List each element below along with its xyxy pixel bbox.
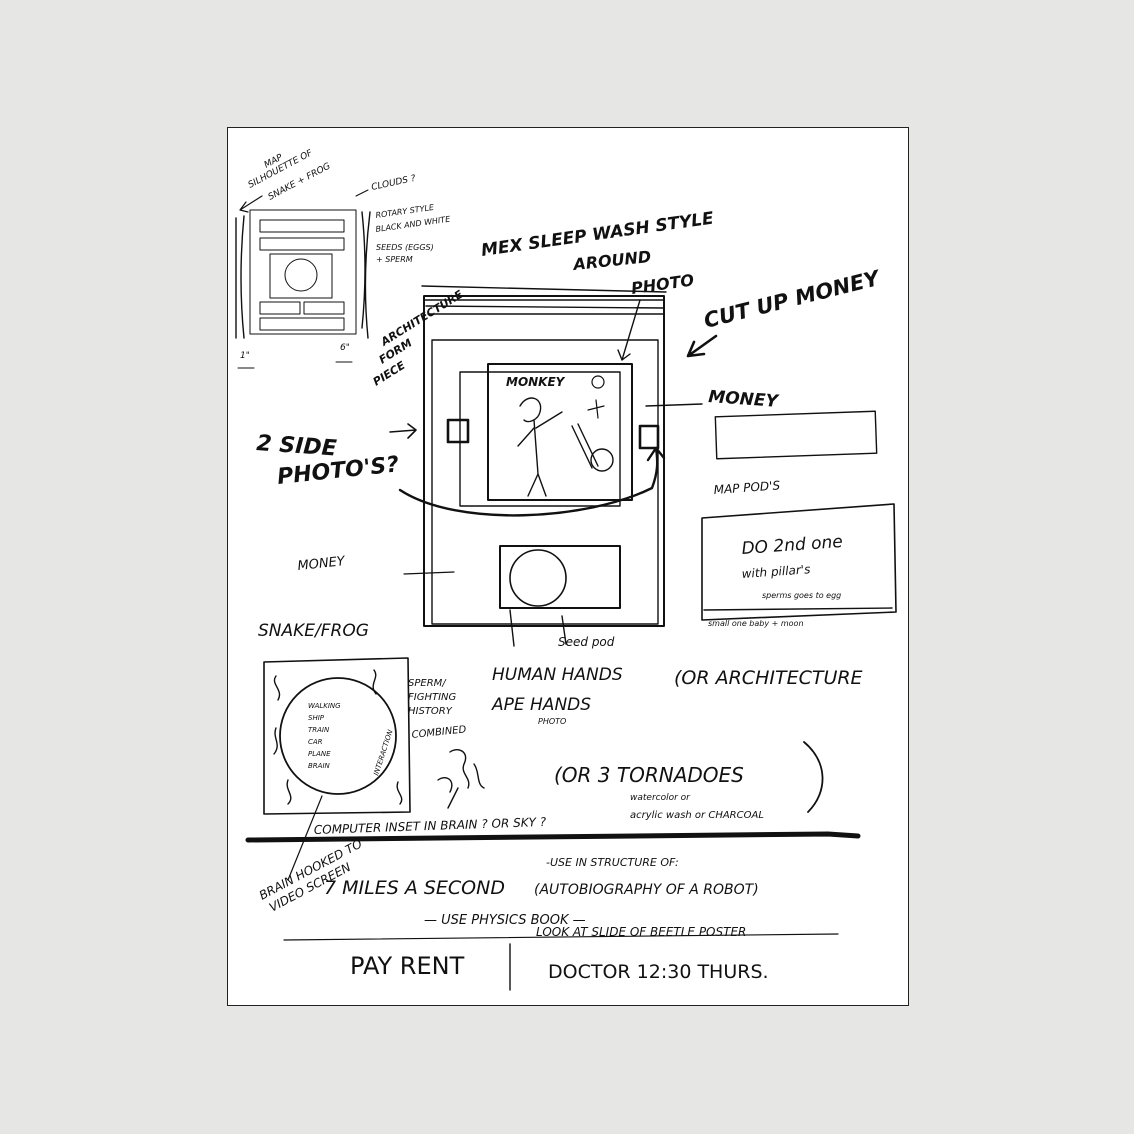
circle-item-plane: PLANE: [308, 750, 331, 758]
line-money-right: [645, 403, 703, 407]
clouds-label: CLOUDS ?: [371, 174, 417, 193]
sperm-fighting-line3: HISTORY: [408, 706, 453, 717]
photo-small-label: PHOTO: [538, 717, 566, 726]
swoop-arrow: [398, 446, 666, 517]
seeds-line2: + SPERM: [376, 255, 413, 264]
autobiography-label: (AUTOBIOGRAPHY OF A ROBOT): [534, 882, 759, 898]
dim-right: 6": [340, 343, 350, 353]
small-one-underline: [703, 607, 893, 611]
around-label: AROUND: [570, 247, 652, 274]
watercolor-line2: acrylic wash or CHARCOAL: [630, 810, 764, 821]
cut-up-money-label: CUT UP MONEY: [701, 266, 883, 333]
do-second-line2: with pillar's: [741, 562, 811, 581]
two-side-line1: 2 SIDE: [256, 431, 338, 462]
sperm-fighting-line2: FIGHTING: [408, 692, 457, 703]
doctor-label: DOCTOR 12:30 THURS.: [548, 961, 769, 983]
sperm-fighting-line1: SPERM/: [408, 678, 447, 689]
pay-rent-label: PAY RENT: [350, 952, 465, 980]
main-frame-sketch: [389, 285, 703, 647]
dim-left: 1": [240, 351, 250, 361]
sperm-doodle: [437, 748, 485, 809]
architecture-line3: PIECE: [371, 359, 408, 389]
interaction-label: INTERACTION: [372, 728, 395, 776]
do-second-line1: DO 2nd one: [741, 532, 843, 559]
use-physics-label: — USE PHYSICS BOOK —: [424, 913, 586, 928]
mini-map-sketch: [235, 209, 371, 339]
circle-item-train: TRAIN: [308, 726, 330, 734]
use-in-structure-label: -USE IN STRUCTURE OF:: [546, 856, 679, 869]
seeds-line1: SEEDS (EGGS): [376, 243, 434, 252]
seven-miles-label: 7 MILES A SECOND: [324, 877, 505, 899]
human-hands-label: HUMAN HANDS: [492, 665, 623, 685]
money-left-label: MONEY: [297, 554, 347, 574]
circle-item-walking: WALKING: [308, 702, 341, 710]
arrow-two-side: [389, 423, 417, 439]
photo-label: PHOTO: [630, 270, 696, 298]
arrow-map: [239, 195, 263, 213]
circle-item-car: CAR: [308, 738, 323, 746]
divider-thin: [283, 933, 839, 941]
ape-hands-label: APE HANDS: [491, 695, 591, 715]
circle-item-ship: SHIP: [308, 714, 325, 722]
seed-pod-label: Seed pod: [558, 635, 615, 649]
circle-item-brain: BRAIN: [308, 762, 331, 770]
snake-frog-label: SNAKE/FROG: [258, 621, 369, 641]
or-architecture-label: (OR ARCHITECTURE: [674, 667, 863, 689]
arrow-cut-up-money: [686, 334, 718, 358]
dim-arrows: [237, 361, 353, 369]
tornadoes-paren: [803, 741, 824, 813]
sketch-drawing: MAP SILHOUETTE OF SNAKE + FROG CLOUDS ? …: [235, 148, 897, 991]
sperm-fighting-line4: COMBINED: [411, 724, 467, 741]
computer-inset-label: COMPUTER INSET IN BRAIN ? OR SKY ?: [314, 815, 547, 837]
map-pods-box: [701, 503, 897, 621]
brain-pointer: [287, 795, 323, 881]
snake-frog-sketch: [263, 657, 411, 815]
arrow-around-photo: [617, 299, 641, 361]
divider-thick: [245, 831, 861, 843]
sketch-paper: MAP SILHOUETTE OF SNAKE + FROG CLOUDS ? …: [227, 127, 909, 1006]
arrow-clouds: [355, 189, 369, 197]
line-money-left: [403, 571, 455, 575]
monkey-label: MONKEY: [506, 375, 566, 389]
money-right-label: MONEY: [708, 387, 780, 412]
do-second-line3: sperms goes to egg: [762, 591, 841, 600]
map-pods-label: MAP POD'S: [713, 478, 781, 497]
watercolor-line1: watercolor or: [630, 793, 691, 803]
money-box: [714, 410, 878, 460]
small-one-label: small one baby + moon: [708, 619, 804, 628]
or-tornadoes-label: (OR 3 TORNADOES: [554, 763, 744, 787]
